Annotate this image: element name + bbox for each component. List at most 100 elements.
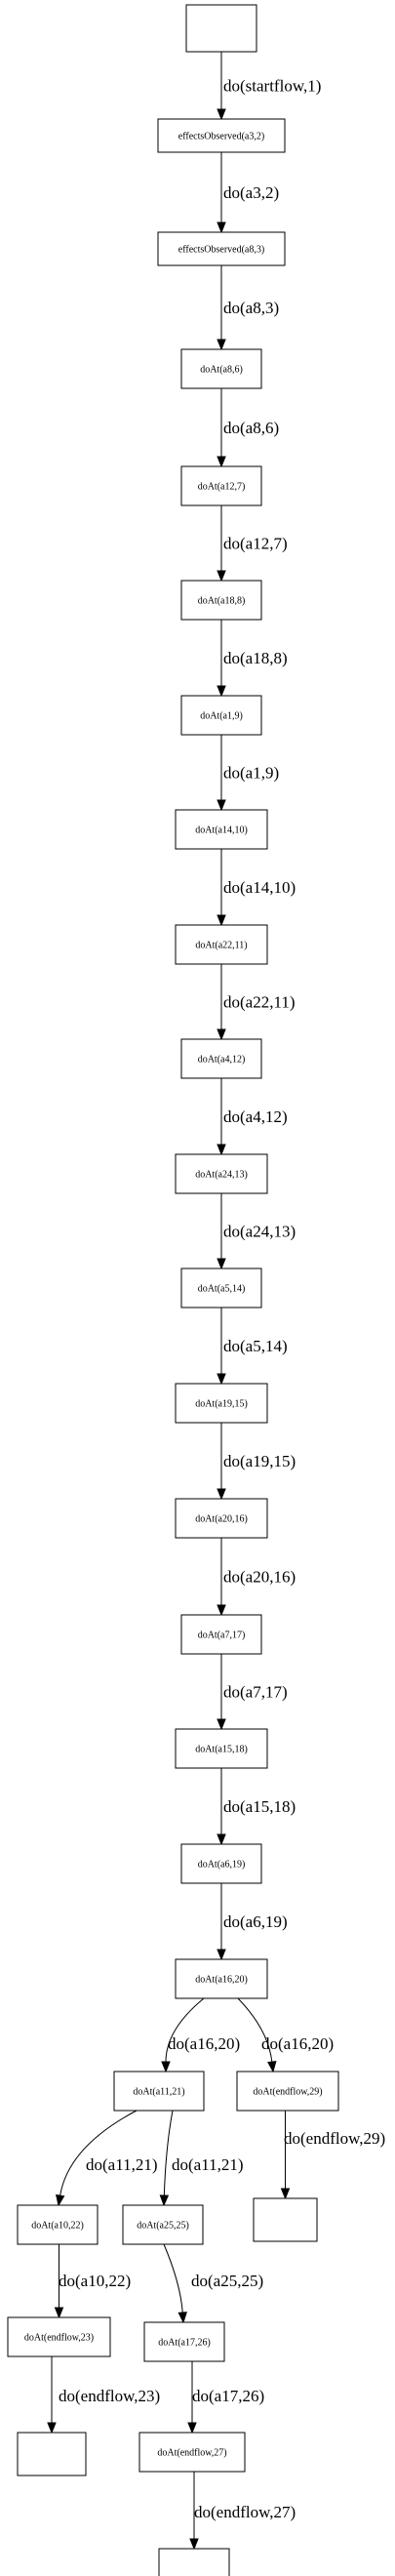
transition-edge: do(a16,20) bbox=[237, 1997, 334, 2073]
state-node-box bbox=[122, 2204, 204, 2245]
state-node-label: doAt(a20,16) bbox=[195, 1514, 248, 1525]
edge-label: do(a25,25) bbox=[191, 2272, 263, 2290]
edge-arrowhead bbox=[217, 1718, 226, 1731]
state-node-box bbox=[17, 2204, 99, 2245]
state-node-label: doAt(a19,15) bbox=[195, 1399, 248, 1410]
state-node: doAt(a24,13) bbox=[175, 1153, 268, 1194]
edge-label: do(a16,20) bbox=[261, 2034, 334, 2053]
edge-line bbox=[237, 1997, 273, 2063]
state-node: doAt(a22,11) bbox=[175, 924, 268, 965]
transition-edge: do(a1,9) bbox=[217, 735, 279, 812]
edge-label: do(a18,8) bbox=[223, 649, 288, 667]
edge-label: do(endflow,29) bbox=[284, 2129, 385, 2148]
state-node-label: doAt(endflow,27) bbox=[157, 2448, 226, 2459]
transition-edge: do(a22,11) bbox=[217, 964, 296, 1041]
transition-edge: do(a5,14) bbox=[217, 1308, 288, 1386]
state-node-label: effectsObserved(a8,3) bbox=[178, 245, 264, 256]
state-node-box bbox=[17, 2432, 87, 2476]
state-node-box bbox=[157, 118, 286, 153]
edge-label: do(a4,12) bbox=[223, 1107, 288, 1126]
state-node-label: doAt(a7,17) bbox=[198, 1630, 246, 1641]
edge-label: do(a20,16) bbox=[223, 1568, 296, 1587]
state-node-label: doAt(a10,22) bbox=[31, 2221, 84, 2232]
edge-label: do(a12,7) bbox=[223, 535, 288, 553]
state-node-label: doAt(endflow,23) bbox=[24, 2333, 94, 2344]
state-node-label: doAt(a25,25) bbox=[137, 2221, 189, 2232]
transition-edge: do(a6,19) bbox=[217, 1883, 288, 1961]
state-node-label: doAt(a8,6) bbox=[200, 365, 243, 376]
transition-edge: do(a10,22) bbox=[54, 2244, 131, 2319]
edge-arrowhead bbox=[217, 799, 226, 812]
edge-arrowhead bbox=[217, 1833, 226, 1846]
state-node bbox=[253, 2197, 318, 2242]
state-node-box bbox=[175, 1498, 268, 1539]
state-node: doAt(a11,21) bbox=[113, 2071, 205, 2112]
state-node-label: doAt(a17,26) bbox=[158, 2338, 211, 2349]
nodes-layer: effectsObserved(a3,2) effectsObserved(a8,… bbox=[7, 4, 339, 2576]
state-node-box bbox=[236, 2071, 339, 2112]
transition-edge: do(a8,6) bbox=[217, 388, 279, 468]
state-node: doAt(a19,15) bbox=[175, 1383, 268, 1424]
transition-edge: do(a11,21) bbox=[159, 2110, 244, 2207]
edge-arrowhead bbox=[161, 2061, 171, 2073]
transition-edge: do(a15,18) bbox=[217, 1768, 296, 1846]
edge-label: do(a11,21) bbox=[172, 2155, 244, 2174]
transition-edge: do(a8,3) bbox=[217, 265, 279, 351]
state-node: doAt(a15,18) bbox=[175, 1728, 268, 1769]
edge-label: do(a5,14) bbox=[223, 1337, 288, 1355]
edge-label: do(a15,18) bbox=[223, 1797, 296, 1816]
edge-label: do(a7,17) bbox=[223, 1683, 288, 1702]
transition-edge: do(a24,13) bbox=[217, 1193, 296, 1270]
state-node: doAt(a5,14) bbox=[180, 1268, 262, 1308]
edge-label: do(endflow,27) bbox=[194, 2503, 296, 2521]
state-node: doAt(a8,6) bbox=[180, 348, 262, 389]
state-node-label: doAt(a15,18) bbox=[195, 1745, 248, 1755]
edge-label: do(a16,20) bbox=[168, 2034, 240, 2053]
state-node-label: doAt(a4,12) bbox=[198, 1055, 246, 1066]
edge-arrowhead bbox=[217, 1488, 226, 1501]
transition-edge: do(a19,15) bbox=[217, 1423, 296, 1501]
state-node-box bbox=[158, 2548, 230, 2576]
transition-edge: do(a11,21) bbox=[56, 2110, 158, 2207]
edge-arrowhead bbox=[280, 2188, 291, 2200]
state-node-box bbox=[180, 348, 262, 389]
edge-label: do(endflow,23) bbox=[59, 2387, 160, 2405]
edge-arrowhead bbox=[187, 2422, 197, 2435]
state-node: doAt(a17,26) bbox=[143, 2321, 225, 2362]
state-node-box bbox=[175, 809, 268, 850]
state-node-box bbox=[175, 1153, 268, 1194]
state-node: doAt(a6,19) bbox=[180, 1843, 262, 1884]
transition-edge: do(a4,12) bbox=[217, 1078, 288, 1156]
edge-arrowhead bbox=[217, 570, 226, 583]
edges-layer: do(startflow,1)do(a3,2)do(a8,3)do(a8,6)d… bbox=[47, 52, 385, 2551]
transition-edge: do(a12,7) bbox=[217, 505, 288, 583]
state-node bbox=[185, 4, 257, 53]
state-node-box bbox=[175, 924, 268, 965]
edge-arrowhead bbox=[217, 1258, 226, 1270]
edge-label: do(a24,13) bbox=[223, 1223, 296, 1241]
transition-edge: do(startflow,1) bbox=[217, 52, 321, 121]
state-node: effectsObserved(a3,2) bbox=[157, 118, 286, 153]
state-node-label: doAt(a14,10) bbox=[195, 825, 248, 836]
edge-arrowhead bbox=[217, 1144, 226, 1156]
edge-arrowhead bbox=[217, 685, 226, 698]
state-node-label: doAt(a11,21) bbox=[133, 2087, 184, 2098]
edge-label: do(a10,22) bbox=[59, 2272, 131, 2290]
state-node-box bbox=[180, 1843, 262, 1884]
state-node-box bbox=[180, 580, 262, 621]
edge-arrowhead bbox=[178, 2312, 187, 2324]
state-node-label: doAt(a22,11) bbox=[195, 941, 247, 951]
edge-label: do(a1,9) bbox=[223, 764, 279, 783]
state-node: doAt(a18,8) bbox=[180, 580, 262, 621]
state-node bbox=[158, 2548, 230, 2576]
state-node: doAt(a12,7) bbox=[180, 465, 262, 506]
edge-arrowhead bbox=[217, 1028, 226, 1041]
state-node: doAt(a4,12) bbox=[180, 1038, 262, 1079]
edge-line bbox=[59, 2110, 138, 2196]
edge-arrowhead bbox=[54, 2307, 64, 2319]
transition-edge: do(a7,17) bbox=[217, 1654, 288, 1731]
state-node-box bbox=[7, 2316, 111, 2357]
state-node-label: doAt(a12,7) bbox=[198, 482, 246, 493]
state-node-box bbox=[113, 2071, 205, 2112]
